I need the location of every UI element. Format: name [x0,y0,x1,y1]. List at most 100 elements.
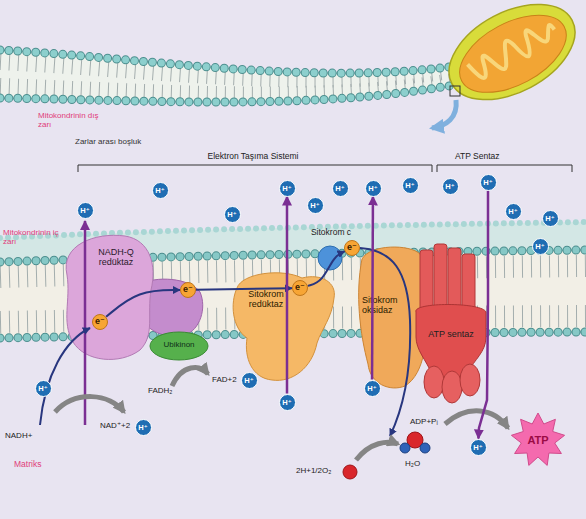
synthase-column [448,248,461,312]
node-text: H⁺ [77,202,94,219]
proton-circle: H⁺ [35,380,52,397]
node-text: e⁻ [92,314,108,329]
cytochrome-c-circle [318,246,342,270]
complex-shape [66,235,153,359]
proton-circle-shape [224,206,240,222]
node-text: H⁺ [532,238,549,255]
proton-circle-shape [532,238,548,254]
node-text: H⁺ [505,203,522,220]
proton-circle-shape [442,178,458,194]
node-text: H⁺ [241,372,258,389]
lipid-heads [0,50,470,73]
bracket-label: Elektron Taşıma Sistemi [183,152,323,161]
node-text: H⁺ [365,180,382,197]
proton-circle: H⁺ [364,380,381,397]
node-text: H⁺ [224,206,241,223]
reaction-arrow [55,397,124,412]
proton-circle: H⁺ [402,177,419,194]
atp-synthase: ATP sentaz [412,242,490,404]
electron-circle-shape [345,241,360,256]
electron-circle: e⁻ [92,314,108,330]
node-text: Sitokrom redüktaz [236,290,296,310]
synthase-column [434,244,447,314]
hydrogen-atom [400,443,410,453]
reaction-arrow [445,411,508,428]
region-label: Matriks [14,460,41,469]
proton-circle-shape [279,180,295,196]
proton-circle: H⁺ [532,238,549,255]
node-text: Sitokrom c [305,228,357,237]
molecule-label: NADH+ [5,432,32,441]
cristae [466,18,559,83]
oxygen-atom [343,465,357,479]
proton-circle: H⁺ [241,372,258,389]
proton-circle: H⁺ [470,439,487,456]
node-text: H⁺ [542,210,559,227]
proton-circle-shape [402,177,418,193]
lipid-heads-outline [0,50,470,73]
proton-circle-shape [365,180,381,196]
outer-membrane-core [0,50,470,102]
proton-circle-shape [77,202,93,218]
proton-circle: H⁺ [307,197,324,214]
synthase-lobe [460,364,480,396]
molecule-label: H₂O [405,460,420,469]
molecule-label: FADH₂ [148,387,172,396]
complex-shape [359,247,425,388]
hydrogen-atom [420,443,430,453]
zoom-square [450,86,460,96]
lipid-heads [0,222,586,238]
proton-circle: H⁺ [135,419,152,436]
proton-circle: H⁺ [279,180,296,197]
proton-circle: H⁺ [365,180,382,197]
node-text: ATP [510,414,566,466]
proton-circle: H⁺ [442,178,459,195]
node-text: H⁺ [279,394,296,411]
electron-circle-shape [93,315,108,330]
node-text: H⁺ [307,197,324,214]
molecule-label: NAD⁺+2 [100,422,130,431]
proton-circle: H⁺ [152,182,169,199]
proton-circle: H⁺ [77,202,94,219]
molecule-label: ADP+Pᵢ [410,418,438,427]
proton-circle-shape [35,380,51,396]
proton-circle-shape [152,182,168,198]
node-text: H⁺ [279,180,296,197]
electron-circle: e⁻ [180,282,196,298]
reaction-arrow [356,442,398,460]
node-text: NADH-Q redüktaz [85,248,147,268]
synthase-column [420,250,433,312]
molecule-label: 2H+1/2O₂ [296,467,331,476]
zoom-arrow [432,100,456,128]
mitochondrion-matrix [447,0,579,108]
proton-circle-shape [307,197,323,213]
proton-circle: H⁺ [332,180,349,197]
molecule-label: FAD+2 [212,376,237,385]
proton-circle: H⁺ [224,206,241,223]
node-text: H⁺ [332,180,349,197]
bracket [78,165,432,172]
proton-circle: H⁺ [505,203,522,220]
complex-shape [233,273,334,381]
node-text: H⁺ [402,177,419,194]
ubiquinone-shape: Ubikinon [150,332,208,360]
electron-circle: e⁻ [344,240,360,256]
proton-circle-shape [505,203,521,219]
proton-circle: H⁺ [480,174,497,191]
ubiquinone-ellipse [150,332,208,360]
node-text: e⁻ [292,280,308,295]
synthase-column [462,254,475,312]
proton-circle-shape [332,180,348,196]
proton-circle-shape [364,380,380,396]
node-text: H⁺ [152,182,169,199]
reaction-arrow [172,368,208,386]
proton-circle-shape [542,210,558,226]
lipid-heads-outline [0,82,470,102]
electron-circle-shape [181,283,196,298]
atp-star: ATP [510,414,566,466]
node-text: H⁺ [35,380,52,397]
region-label: Zarlar arası boşluk [75,138,141,147]
proton-circle-shape [480,174,496,190]
node-text: H⁺ [470,439,487,456]
